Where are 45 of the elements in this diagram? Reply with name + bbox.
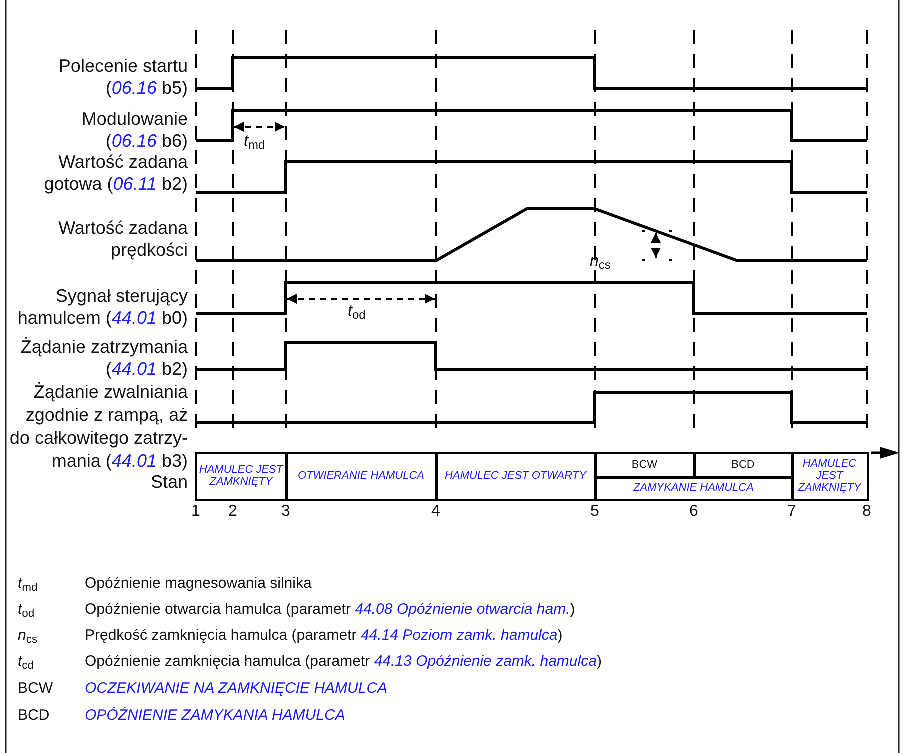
speed-symbol: n$_{cs}$ (590, 252, 612, 273)
time-point-number: 2 (228, 502, 238, 522)
state-abbreviation: BCD (732, 459, 755, 472)
abbreviation: BCW (18, 679, 54, 699)
state-cell (285, 452, 438, 500)
time-point-number: 6 (688, 502, 700, 522)
legend-description: Opóźnienie otwarcia hamulca (parametr 44.08 Opóźnienie otwarcia ham.) (85, 600, 576, 620)
time-symbol: t$_{od}$ (348, 302, 367, 323)
time-symbol: t$_{md}$ (244, 132, 266, 153)
substate-cell (693, 452, 794, 478)
signal-label: Żądanie zwalniania zgodnie z rampą, aż do całkowitego zatrzy-mania (44.01 b3) (8, 381, 188, 473)
time-point-number: 8 (862, 502, 872, 522)
state-cell (195, 452, 288, 500)
time-point-number: 5 (590, 502, 600, 522)
substate-cell (594, 452, 696, 478)
state-cell (435, 452, 596, 500)
state-name: HAMULEC JEST ZAMKNIĘTY (797, 458, 863, 494)
signal-label: Polecenie startu (06.16 b5) (58, 55, 188, 99)
time-point-number: 4 (430, 502, 442, 522)
state-cell (791, 452, 868, 500)
legend-description: Opóźnienie magnesowania silnika (85, 574, 313, 594)
abbreviation: t$_{cd}$ (18, 652, 36, 673)
abbreviation: t$_{md}$ (18, 574, 39, 595)
time-point-number: 1 (190, 502, 202, 522)
state-name: OTWIERANIE HAMULCA (298, 470, 424, 482)
legend-description: Opóźnienie zamknięcia hamulca (parametr 44.13 Opóźnienie zamk. hamulca) (85, 652, 603, 672)
state-name: ZAMYKANIE HAMULCA (634, 482, 754, 494)
state-abbreviation: BCW (632, 459, 658, 472)
signal-label: Sygnał sterujący hamulcem (44.01 b0) (16, 285, 188, 329)
state-cell (594, 476, 794, 500)
abbreviation: t$_{od}$ (18, 600, 36, 621)
row-label: Stan (150, 474, 188, 490)
legend-description: Prędkość zamknięcia hamulca (parametr 44.14 Poziom zamk. hamulca) (85, 626, 564, 646)
time-point-number: 3 (280, 502, 292, 522)
signal-label: Wartość zadana prędkości (58, 217, 188, 261)
state-description: OPÓŹNIENIE ZAMYKANIA HAMULCA (85, 706, 346, 726)
signal-label: Modulowanie (06.16 b6) (80, 108, 188, 152)
abbreviation: BCD (18, 706, 51, 726)
signal-label: Wartość zadana gotowa (06.11 b2) (43, 151, 188, 195)
state-description: OCZEKIWANIE NA ZAMKNIĘCIE HAMULCA (85, 679, 389, 699)
state-name: HAMULEC JEST ZAMKNIĘTY (198, 464, 285, 488)
time-point-number: 7 (786, 502, 798, 522)
state-name: HAMULEC JEST OTWARTY (445, 470, 586, 482)
abbreviation: n$_{cs}$ (18, 626, 39, 647)
signal-label: Żądanie zatrzymania (44.01 b2) (20, 336, 188, 380)
